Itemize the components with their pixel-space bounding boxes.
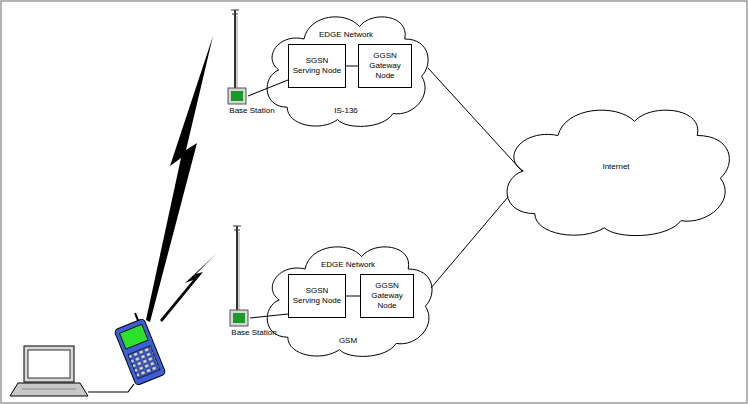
phone (111, 311, 166, 386)
node-box: SGSN Serving Node (288, 274, 346, 318)
network-cloud: EDGE NetworkIS-136 SGSN Serving Node GGSN … (262, 8, 430, 132)
node-label: Base Station (228, 328, 280, 338)
network-title: EDGE Network (262, 260, 434, 270)
radio-link (146, 36, 213, 322)
node-box: GGSN Gateway Node (360, 274, 414, 318)
node-label: SGSN Serving Node (291, 286, 343, 306)
node-label: Base Station (226, 106, 278, 116)
network-type: IS-136 (262, 106, 430, 116)
connector-line (431, 197, 508, 288)
connector-line (428, 68, 522, 171)
antenna-icon (228, 222, 280, 328)
node-label: GGSN Gateway Node (361, 51, 409, 81)
node-box: GGSN Gateway Node (358, 44, 412, 88)
node-label: SGSN Serving Node (291, 56, 343, 76)
node-box: SGSN Serving Node (288, 44, 346, 88)
connector-line (250, 314, 288, 318)
cable (88, 384, 134, 392)
laptop (10, 346, 88, 396)
base-station: Base Station (228, 222, 280, 338)
network-cloud: Internet (500, 100, 732, 242)
network-title: Internet (500, 162, 732, 172)
connector-line (346, 66, 358, 67)
connector-line (346, 296, 360, 297)
network-title: EDGE Network (262, 30, 430, 40)
network-cloud: EDGE NetworkGSM SGSN Serving Node GGSN Gat… (262, 238, 434, 362)
network-type: GSM (262, 336, 434, 346)
antenna-icon (226, 6, 278, 106)
node-label: GGSN Gateway Node (363, 281, 411, 311)
radio-link (160, 254, 216, 322)
